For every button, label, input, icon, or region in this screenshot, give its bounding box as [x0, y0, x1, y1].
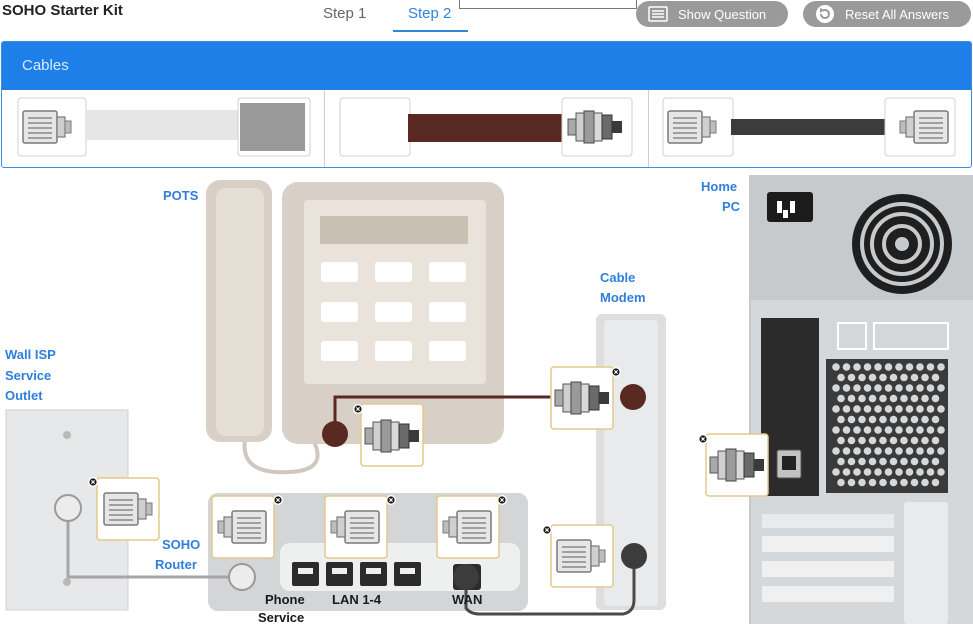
tab-step-2[interactable]: Step 2 — [408, 5, 452, 22]
placed-connector-router-2[interactable] — [324, 494, 397, 559]
cables-header: Cables — [2, 42, 971, 90]
show-question-button[interactable]: Show Question — [636, 1, 788, 27]
label-cable: Cable — [600, 270, 636, 285]
label-phone-service: Service — [258, 610, 305, 625]
show-question-label: Show Question — [678, 6, 767, 22]
home-pc — [749, 175, 973, 624]
placed-connector-router-1[interactable] — [211, 494, 284, 559]
placed-connector-pc[interactable] — [697, 433, 769, 497]
page-title: SOHO Starter Kit — [2, 2, 123, 19]
cable-option-1[interactable] — [17, 97, 311, 157]
label-wan: WAN — [452, 592, 483, 607]
placed-connector-router-3[interactable] — [436, 494, 508, 559]
placed-connector-wall[interactable] — [87, 476, 160, 541]
label-modem: Modem — [600, 290, 646, 305]
question-list-icon — [648, 6, 668, 22]
label-lan: LAN 1-4 — [332, 592, 382, 607]
label-service: Service — [5, 368, 52, 383]
cable-divider — [324, 90, 325, 167]
reset-all-answers-button[interactable]: Reset All Answers — [803, 1, 971, 27]
placed-connector-phone[interactable] — [352, 403, 424, 467]
tab-step-1[interactable]: Step 1 — [323, 5, 367, 22]
cable-divider — [648, 90, 649, 167]
placed-cables — [54, 384, 647, 616]
active-tab-indicator — [393, 30, 468, 32]
placed-connector-modem-ethernet[interactable] — [541, 524, 614, 588]
label-phone: Phone — [265, 592, 305, 607]
placed-connector-modem-coax[interactable] — [550, 366, 622, 430]
label-outlet: Outlet — [5, 388, 43, 403]
label-router: Router — [155, 557, 197, 572]
reset-all-label: Reset All Answers — [845, 6, 950, 22]
cable-option-3[interactable] — [662, 97, 956, 157]
reset-icon — [816, 5, 834, 23]
popup-edge — [459, 0, 637, 9]
label-soho: SOHO — [162, 537, 201, 552]
label-pots: POTS — [163, 188, 199, 203]
telephone-pots — [206, 180, 504, 475]
label-wall-isp: Wall ISP — [5, 347, 56, 362]
label-home: Home — [701, 179, 738, 194]
label-pc: PC — [722, 199, 741, 214]
cables-panel: Cables — [1, 41, 972, 168]
cable-option-2[interactable] — [339, 97, 633, 157]
